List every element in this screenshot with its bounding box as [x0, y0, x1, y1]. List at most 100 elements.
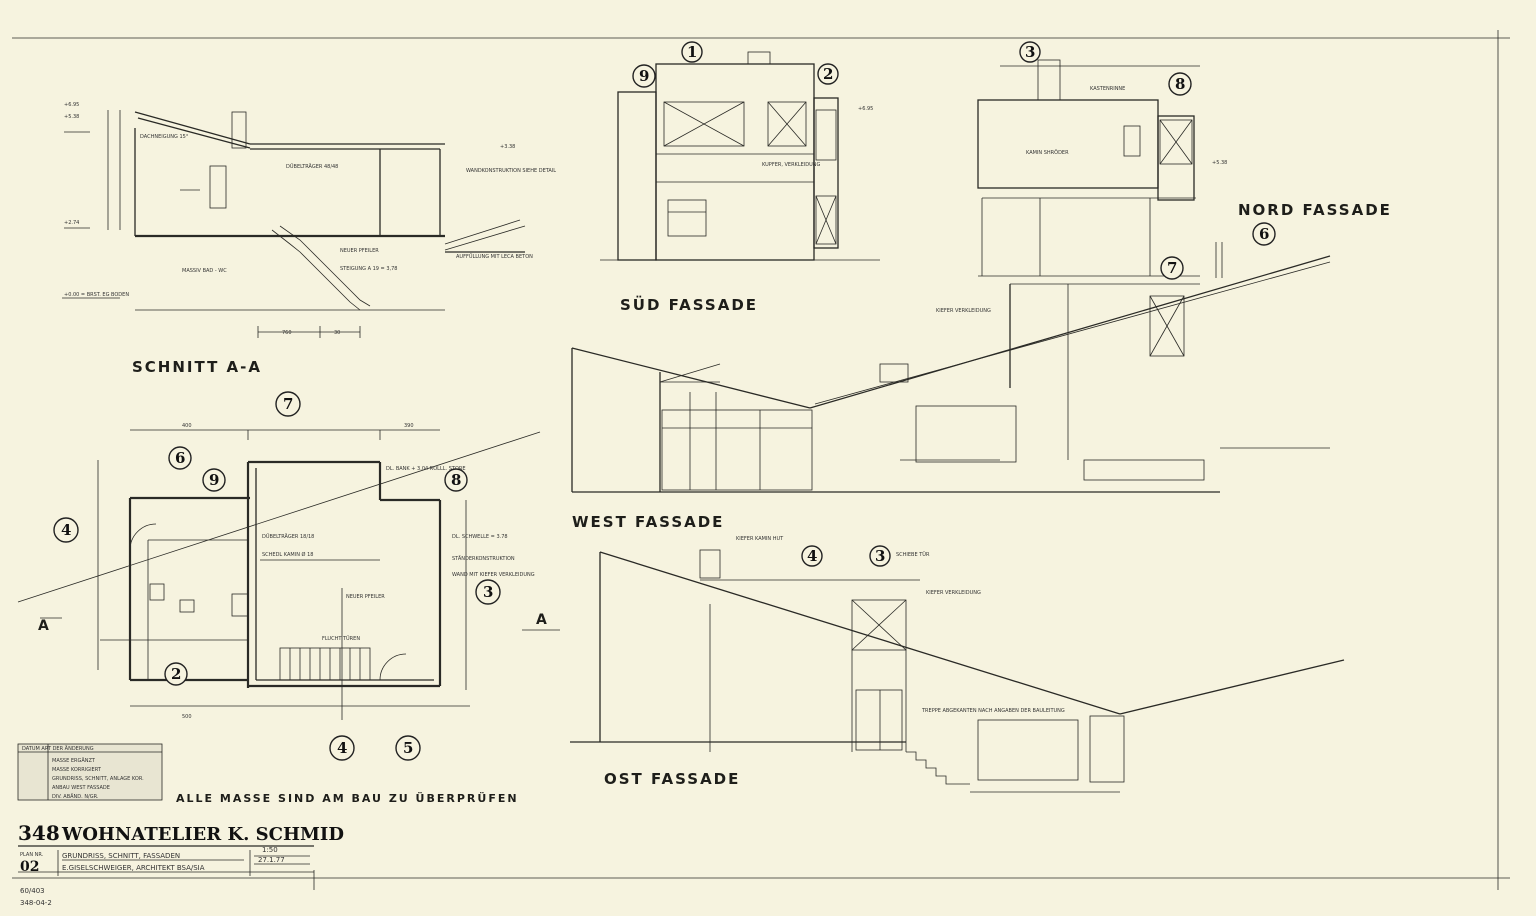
marker-1: 1 — [681, 41, 703, 63]
plan-bench-label: DL. BANK + 3.04 ROLLL. STORE — [386, 466, 466, 472]
section-ramp-label: AUFFÜLLUNG MIT LECA BETON — [456, 253, 533, 260]
marker-3-north: 3 — [1019, 41, 1041, 63]
marker-5-plan-bottom: 5 — [395, 735, 421, 761]
svg-text:2: 2 — [171, 665, 181, 683]
east-title: OST FASSADE — [604, 770, 740, 788]
svg-text:3: 3 — [1025, 43, 1035, 61]
plan-number-label: PLAN NR. — [20, 852, 44, 858]
west-title: WEST FASSADE — [572, 513, 724, 531]
marker-3-plan: 3 — [475, 579, 501, 605]
marker-8-plan: 8 — [444, 468, 468, 492]
svg-text:7: 7 — [283, 395, 293, 413]
project-number: 348 — [18, 821, 60, 845]
plan-dim-400: 400 — [182, 423, 192, 429]
marker-6-west: 6 — [1252, 222, 1276, 246]
svg-text:6: 6 — [175, 449, 185, 467]
floor-plan-drawing — [17, 429, 560, 720]
section-level-4: +3.38 — [500, 144, 515, 150]
east-cladding-label: KIEFER VERKLEIDUNG — [926, 590, 981, 596]
svg-text:8: 8 — [451, 471, 461, 489]
section-title: SCHNITT A-A — [132, 358, 262, 376]
marker-7-west: 7 — [1160, 256, 1184, 280]
plan-section-a-right: A — [536, 612, 549, 628]
revision-row-4: ANBAU WEST FASSADE — [52, 785, 110, 791]
east-door-label: SCHIEBE TÜR — [896, 551, 930, 558]
north-chimney-label: KAMIN SHRÖDER — [1026, 149, 1069, 156]
marker-9-plan: 9 — [202, 468, 226, 492]
svg-text:9: 9 — [209, 471, 219, 489]
south-facade-drawing — [600, 51, 880, 261]
east-chimney-label: KIEFER KAMIN HUT — [736, 536, 784, 542]
plan-doors-label: FLUCHT TÜREN — [322, 635, 360, 642]
svg-text:1: 1 — [687, 43, 697, 61]
east-facade-drawing — [570, 549, 1345, 793]
svg-text:9: 9 — [639, 67, 649, 85]
plan-sill-label: DL. SCHWELLE = 3.78 — [452, 534, 508, 540]
svg-text:4: 4 — [337, 739, 347, 757]
svg-text:7: 7 — [1167, 259, 1177, 277]
marker-8-north: 8 — [1168, 72, 1192, 96]
revision-header: DATUM ART DER ÄNDERUNG — [22, 745, 94, 752]
plan-date: 27.1.77 — [258, 856, 285, 864]
west-pine-label: KIEFER VERKLEIDUNG — [936, 308, 991, 314]
section-level-1: +6.95 — [64, 102, 79, 108]
plan-content: GRUNDRISS, SCHNITT, FASSADEN — [62, 852, 180, 860]
plan-stud-label: STÄNDERKONSTRUKTION — [452, 555, 515, 562]
marker-2-south: 2 — [817, 63, 839, 85]
marker-3-east: 3 — [869, 545, 891, 567]
section-level-3: +2.74 — [64, 220, 79, 226]
svg-text:8: 8 — [1175, 75, 1185, 93]
marker-4-plan-bottom: 4 — [329, 735, 355, 761]
marker-7-plan: 7 — [275, 391, 301, 417]
plan-section-a-left: A — [38, 618, 51, 634]
marker-4-east: 4 — [801, 545, 823, 567]
south-title: SÜD FASSADE — [620, 295, 758, 314]
north-facade-drawing — [977, 59, 1200, 277]
section-zero-label: +0.00 = BRST. EG BODEN — [64, 292, 129, 298]
archive-number: 348-04-2 — [20, 899, 52, 907]
plan-scale: 1:50 — [262, 846, 278, 854]
plan-dim-500: 500 — [182, 714, 192, 720]
section-bath-label: MASSIV BAD - WC — [182, 268, 227, 274]
check-note: ALLE MASSE SIND AM BAU ZU ÜBERPRÜFEN — [176, 791, 519, 805]
marker-4-plan: 4 — [53, 517, 79, 543]
section-steps-label: STEIGUNG A 19 = 3,78 — [340, 266, 397, 272]
west-facade-drawing — [571, 242, 1331, 493]
plan-number: 02 — [20, 859, 39, 875]
plan-wall-label: WAND MIT KIEFER VERKLEIDUNG — [452, 572, 535, 578]
revision-row-2: MASSE KORRIGIERT — [52, 767, 102, 773]
revision-row-5: DIV. ABÄND. N/GR. — [52, 793, 99, 800]
south-level-label: +6.95 — [858, 106, 873, 112]
section-bracket-label: DÜBELTRÄGER 48/48 — [286, 163, 338, 170]
marker-9-south: 9 — [632, 64, 656, 88]
plan-dim-390: 390 — [404, 423, 414, 429]
section-level-2: +5.38 — [64, 114, 79, 120]
section-dim-2: 30 — [334, 330, 340, 336]
south-copper-label: KUPFER, VERKLEIDUNG — [762, 162, 821, 168]
marker-2-plan: 2 — [164, 662, 188, 686]
north-level-label: +5.38 — [1212, 160, 1227, 166]
svg-text:4: 4 — [807, 547, 817, 565]
svg-text:5: 5 — [403, 739, 413, 757]
plan-pillar-label: NEUER PFEILER — [346, 594, 385, 600]
section-dim-1: 760 — [282, 330, 292, 336]
plan-chimney-label: SCHEDL KAMIN Ø 18 — [262, 551, 313, 558]
section-a-a-drawing — [62, 110, 526, 338]
svg-text:6: 6 — [1259, 225, 1269, 243]
project-name: WOHNATELIER K. SCHMID — [61, 824, 344, 845]
archive-stamp: 60/403 — [20, 887, 45, 895]
svg-text:4: 4 — [61, 521, 71, 539]
marker-6-plan: 6 — [168, 446, 192, 470]
title-block — [18, 845, 314, 876]
plan-author: E.GISELSCHWEIGER, ARCHITEKT BSA/SIA — [62, 864, 205, 872]
section-wall-label: WANDKONSTRUKTION SIEHE DETAIL — [466, 168, 556, 174]
revision-row-1: MASSE ERGÄNZT — [52, 757, 96, 764]
plan-bracket-label: DÜBELTRÄGER 18/18 — [262, 533, 314, 540]
east-stair-label: TREPPE ABGEKANTEN NACH ANGABEN DER BAULE… — [921, 708, 1065, 714]
north-title: NORD FASSADE — [1238, 201, 1392, 219]
revision-table — [17, 743, 163, 801]
north-gutter-label: KASTENRINNE — [1090, 86, 1125, 92]
svg-text:3: 3 — [875, 547, 885, 565]
svg-text:2: 2 — [823, 65, 833, 83]
